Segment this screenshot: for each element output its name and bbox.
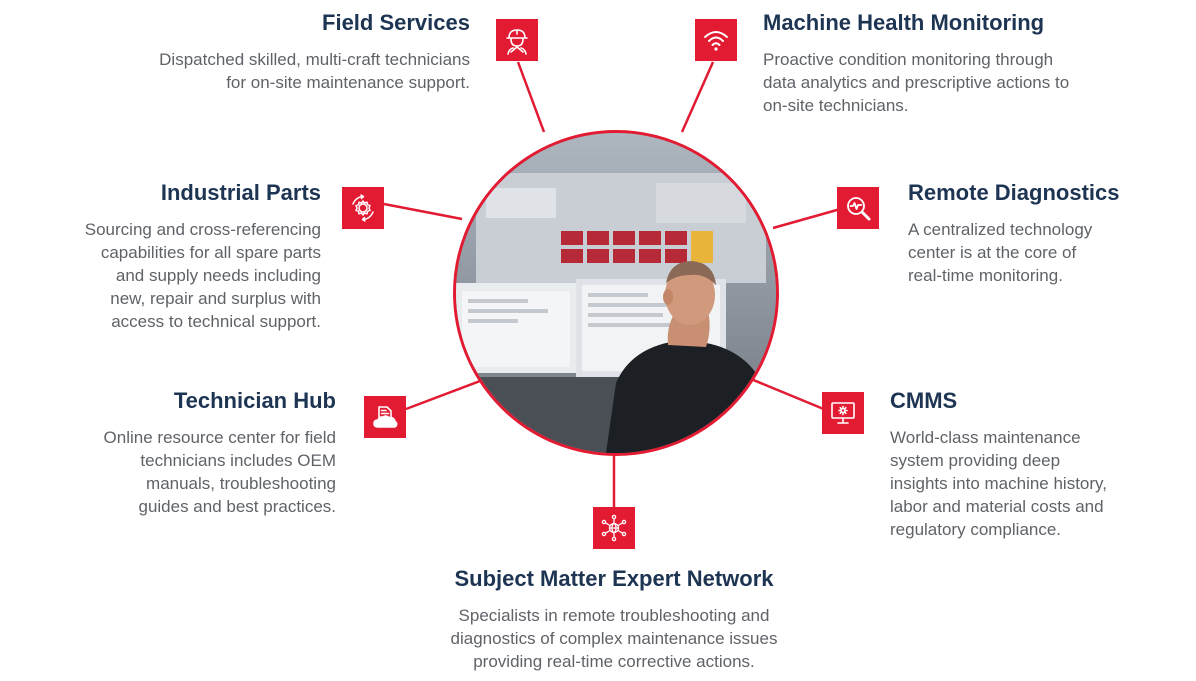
machine-health-icon-box	[695, 19, 737, 61]
connector-remote-diagnostics	[772, 206, 845, 230]
service-description: Proactive condition monitoring through d…	[763, 50, 1070, 115]
service-remote-diagnostics: Remote Diagnostics A centralized technol…	[908, 180, 1120, 287]
service-title: Technician Hub	[173, 388, 336, 413]
service-title: Remote Diagnostics	[908, 180, 1120, 205]
wireless-signal-icon	[704, 31, 728, 51]
technician-hub-icon-box	[364, 396, 406, 438]
service-description: A centralized technology center is at th…	[908, 220, 1093, 285]
hard-hat-worker-icon	[506, 29, 528, 55]
magnifier-pulse-icon	[847, 197, 871, 221]
service-industrial-parts: Industrial Parts Sourcing and cross-refe…	[85, 180, 321, 333]
monitor-gear-icon	[831, 402, 855, 424]
service-title: Machine Health Monitoring	[763, 10, 1045, 35]
connector-field-services	[516, 61, 546, 133]
control-room-operator-icon	[456, 133, 776, 453]
cloud-document-icon	[373, 406, 398, 428]
service-description: Dispatched skilled, multi-craft technici…	[159, 50, 470, 92]
service-title: Field Services	[322, 10, 470, 35]
connector-industrial-parts	[383, 202, 463, 221]
service-sme-network: Subject Matter Expert Network Specialist…	[398, 566, 830, 673]
service-description: Sourcing and cross-referencing capabilit…	[84, 220, 321, 331]
service-description: Online resource center for field technic…	[103, 428, 336, 516]
field-services-icon-box	[496, 19, 538, 61]
remote-diagnostics-icon-box	[837, 187, 879, 229]
service-machine-health: Machine Health Monitoring Proactive cond…	[763, 10, 1069, 117]
service-title: Industrial Parts	[160, 180, 321, 205]
service-field-services: Field Services Dispatched skilled, multi…	[159, 10, 470, 94]
control-room-photo	[453, 130, 779, 456]
connector-cmms	[750, 377, 827, 412]
connector-machine-health	[680, 61, 715, 133]
service-cmms: CMMS World-class maintenance system prov…	[890, 388, 1107, 541]
service-description: Specialists in remote troubleshooting an…	[450, 606, 778, 671]
sme-network-icon-box	[593, 507, 635, 549]
service-title: CMMS	[890, 388, 958, 413]
service-technician-hub: Technician Hub Online resource center fo…	[104, 388, 336, 518]
service-title: Subject Matter Expert Network	[454, 566, 774, 591]
industrial-parts-icon-box	[342, 187, 384, 229]
connector-technician-hub	[405, 376, 489, 411]
globe-network-icon	[601, 514, 627, 542]
gear-cycle-icon	[352, 194, 374, 222]
service-description: World-class maintenance system providing…	[890, 428, 1108, 539]
cmms-icon-box	[822, 392, 864, 434]
